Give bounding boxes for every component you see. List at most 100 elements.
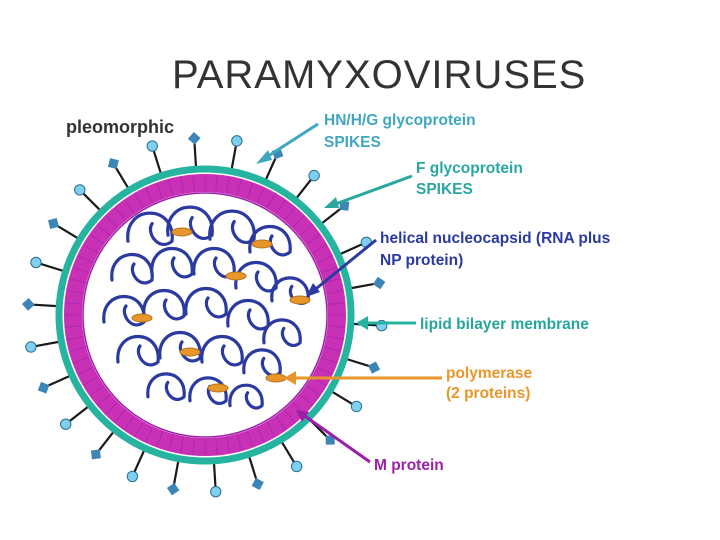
f-label-line2: SPIKES [416, 181, 473, 198]
m-protein-subunit [77, 255, 93, 264]
m-protein-subunit [69, 346, 86, 352]
nucleocapsid-coil [116, 335, 160, 367]
lipid-arrowhead [356, 316, 368, 330]
m-protein-subunit [299, 394, 313, 406]
m-protein-subunit [97, 224, 111, 236]
nucleocapsid-label-line1: helical nucleocapsid (RNA plus [380, 230, 610, 247]
m-protein-subunit [134, 193, 144, 208]
diamond-spike-tip-icon [37, 381, 50, 394]
m-protein-subunit [324, 346, 341, 352]
m-protein-subunit [124, 200, 135, 214]
nucleocapsid-coil [188, 376, 228, 405]
polymerase-protein [265, 373, 287, 383]
m-protein-subunit [275, 416, 286, 430]
m-protein-subunit [306, 385, 320, 396]
spike-layer [21, 131, 388, 498]
round-spike-tip-icon [210, 485, 222, 498]
spike-stalk [33, 303, 60, 308]
spike-stalk [133, 447, 147, 473]
nucleocapsid-coil [110, 253, 154, 285]
m-protein-subunit [299, 224, 313, 236]
nucleocapsid-coil [226, 299, 270, 331]
spike-stalk [263, 157, 277, 183]
m-protein-subunit [215, 175, 218, 192]
m-protein-subunit [67, 336, 83, 340]
m-protein-subunit [236, 179, 242, 196]
m-protein-subunit [105, 402, 118, 415]
polymerase-label-line1: polymerase [446, 365, 533, 382]
m-protein-subunit [156, 431, 164, 447]
polymerase-protein [131, 313, 153, 323]
round-spike-tip-icon [231, 135, 243, 147]
m-protein-subunit [73, 356, 89, 364]
hn-arrowhead [256, 150, 272, 164]
m-protein-subunit [168, 179, 174, 196]
m-protein-subunit [328, 302, 345, 305]
round-spike-tip-icon [126, 470, 139, 483]
m-protein-subunit [226, 177, 230, 193]
round-spike-tip-icon [350, 400, 363, 413]
round-spike-tip-icon [74, 184, 86, 196]
f-arrowhead [324, 197, 339, 208]
polymerase-protein [171, 227, 193, 237]
m-protein-subunit [168, 434, 174, 451]
round-spike-tip-icon [290, 460, 303, 473]
nucleocapsid-coil [248, 225, 292, 257]
polymerase-protein [179, 347, 201, 357]
hn-label-line2: SPIKES [324, 134, 381, 151]
m-protein-subunit [328, 325, 345, 328]
m-protein-subunit [317, 255, 333, 264]
m-protein-subunit [275, 200, 286, 214]
m-protein-subunit [324, 278, 341, 284]
m-protein-subunit [284, 409, 296, 423]
nucleocapsid-coil [228, 383, 264, 410]
m-protein-subunit [90, 385, 104, 396]
polymerase-protein [207, 383, 229, 393]
nucleocapsid-coil [184, 287, 228, 319]
round-spike-tip-icon [60, 418, 72, 430]
m-protein-subunit [327, 290, 343, 294]
lipid-label: lipid bilayer membrane [420, 316, 589, 333]
polymerase-protein [225, 271, 247, 281]
spike-stalk [82, 192, 103, 213]
pointer-arrows [256, 122, 442, 464]
nucleocapsid-coil [208, 209, 256, 244]
polymerase-protein [251, 239, 273, 249]
spike-stalk [152, 150, 163, 176]
m-protein-subunit [124, 416, 135, 430]
m-protein-subunit [180, 437, 184, 453]
m-protein-subunit [246, 183, 254, 199]
m-protein-subunit [145, 187, 154, 203]
spike-stalk [172, 458, 180, 485]
m-protein-subunit [306, 234, 320, 245]
spike-stalk [319, 208, 342, 226]
round-spike-tip-icon [30, 256, 42, 269]
spike-stalk [40, 262, 66, 273]
spike-stalk [57, 225, 81, 241]
m-protein-subunit [321, 266, 337, 274]
round-spike-tip-icon [146, 140, 158, 152]
spike-stalk [230, 145, 238, 172]
m-protein-ring-inner-edge [82, 192, 328, 438]
polymerase-label-line2: (2 proteins) [446, 385, 530, 402]
diamond-spike-tip-icon [107, 158, 119, 170]
m-protein-subunit [246, 431, 254, 447]
diamond-spike-tip-icon [21, 298, 35, 311]
m-protein-subunit [77, 366, 93, 375]
m-protein-subunit [266, 422, 276, 437]
m-protein-subunit [97, 394, 111, 406]
spike-stalk [193, 143, 198, 170]
m-protein-subunit [114, 207, 126, 221]
m-protein-subunit [114, 409, 126, 423]
m-protein-pointer-arrow [301, 412, 371, 464]
polymerase-layer [131, 227, 311, 393]
m-protein-subunits [65, 175, 345, 455]
spike-stalk [344, 357, 370, 368]
m-protein-subunit [256, 187, 265, 203]
diamond-spike-tip-icon [90, 449, 101, 460]
m-protein-subunit [327, 336, 343, 340]
m-protein-subunit [321, 356, 337, 364]
diamond-spike-tip-icon [166, 482, 180, 496]
m-protein-subunit [192, 175, 195, 192]
m-protein-subunit [215, 438, 218, 455]
